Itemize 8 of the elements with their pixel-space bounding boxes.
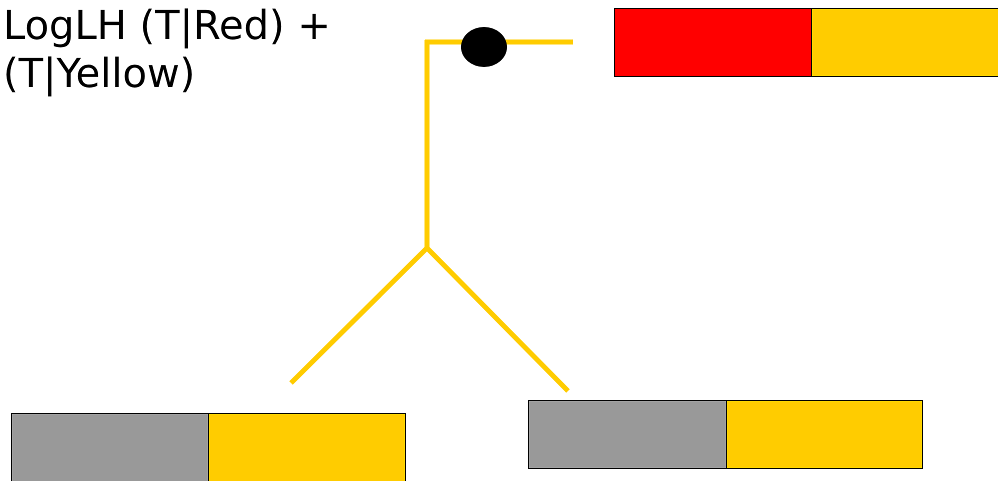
bar-segment	[614, 8, 812, 77]
dot	[461, 27, 507, 67]
bar-segment	[11, 413, 209, 481]
bar-segment	[726, 400, 923, 469]
formula-text: LogLH (T|Red) + (T|Yellow)	[3, 2, 332, 98]
bar-segment	[811, 8, 998, 77]
bar-segment	[208, 413, 406, 481]
bar-segment	[528, 400, 727, 469]
